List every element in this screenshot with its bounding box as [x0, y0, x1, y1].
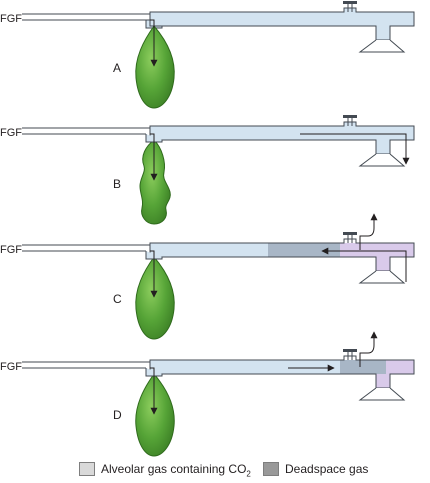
- flow-arrow-a: [150, 19, 158, 67]
- flow-arrow-b-patient: [300, 133, 410, 165]
- apl-valve-d: [347, 352, 353, 360]
- apl-valve-c: [347, 235, 353, 243]
- fgf-label-d: FGF: [0, 361, 22, 373]
- legend-swatch-deadspace: [263, 462, 279, 476]
- apl-valve-cap-a: [343, 1, 357, 4]
- alveolar-gas-segment-c: [340, 243, 414, 271]
- fgf-label-c: FGF: [0, 244, 22, 256]
- panel-label-c: C: [113, 292, 122, 306]
- flow-arrow-b-bag: [150, 133, 158, 181]
- corrugated-tube-d: [149, 355, 415, 389]
- flow-arrow-d-vent: [359, 331, 378, 367]
- patient-mask-d: [358, 387, 406, 401]
- fgf-label-a: FGF: [0, 13, 22, 25]
- corrugated-tube-a: [149, 7, 415, 41]
- apl-valve-b: [347, 118, 353, 126]
- corrugated-tube-c: [149, 238, 415, 272]
- legend: Alveolar gas containing CO2 Deadspace ga…: [0, 455, 430, 483]
- panel-label-b: B: [113, 177, 121, 191]
- fresh-gas-segment-d: [150, 360, 340, 374]
- patient-mask-a: [358, 39, 406, 53]
- flow-arrow-c-expiration: [321, 247, 407, 282]
- deadspace-gas-segment-d: [340, 360, 386, 374]
- apl-valve-a: [347, 4, 353, 12]
- panel-b: FGF B: [0, 115, 415, 225]
- panel-c: FGF C: [0, 213, 415, 340]
- panel-d: FGF D: [0, 331, 415, 457]
- legend-label-deadspace: Deadspace gas: [285, 462, 369, 476]
- flow-arrow-d-bag: [150, 367, 158, 415]
- apl-valve-cap-d: [343, 349, 357, 352]
- fgf-label-b: FGF: [0, 127, 22, 139]
- flow-arrow-c-vent: [359, 213, 378, 250]
- apl-valve-cap-c: [343, 232, 357, 235]
- legend-label-alveolar: Alveolar gas containing CO2: [101, 462, 251, 479]
- legend-swatch-alveolar: [79, 462, 95, 476]
- deadspace-gas-segment-c: [268, 243, 340, 257]
- apl-valve-cap-b: [343, 115, 357, 118]
- patient-mask-c: [358, 270, 406, 284]
- corrugated-tube-b: [149, 121, 415, 155]
- panel-label-d: D: [113, 408, 122, 422]
- patient-mask-b: [358, 153, 406, 167]
- reservoir-bag-b: [139, 139, 171, 225]
- panel-label-a: A: [113, 61, 121, 75]
- panel-a: FGF A: [0, 1, 415, 109]
- reservoir-bag-c: [135, 256, 175, 340]
- reservoir-bag-d: [135, 373, 175, 457]
- reservoir-bag-a: [135, 25, 175, 109]
- flow-arrow-c-bag: [150, 250, 158, 298]
- fresh-gas-segment-c: [150, 243, 268, 257]
